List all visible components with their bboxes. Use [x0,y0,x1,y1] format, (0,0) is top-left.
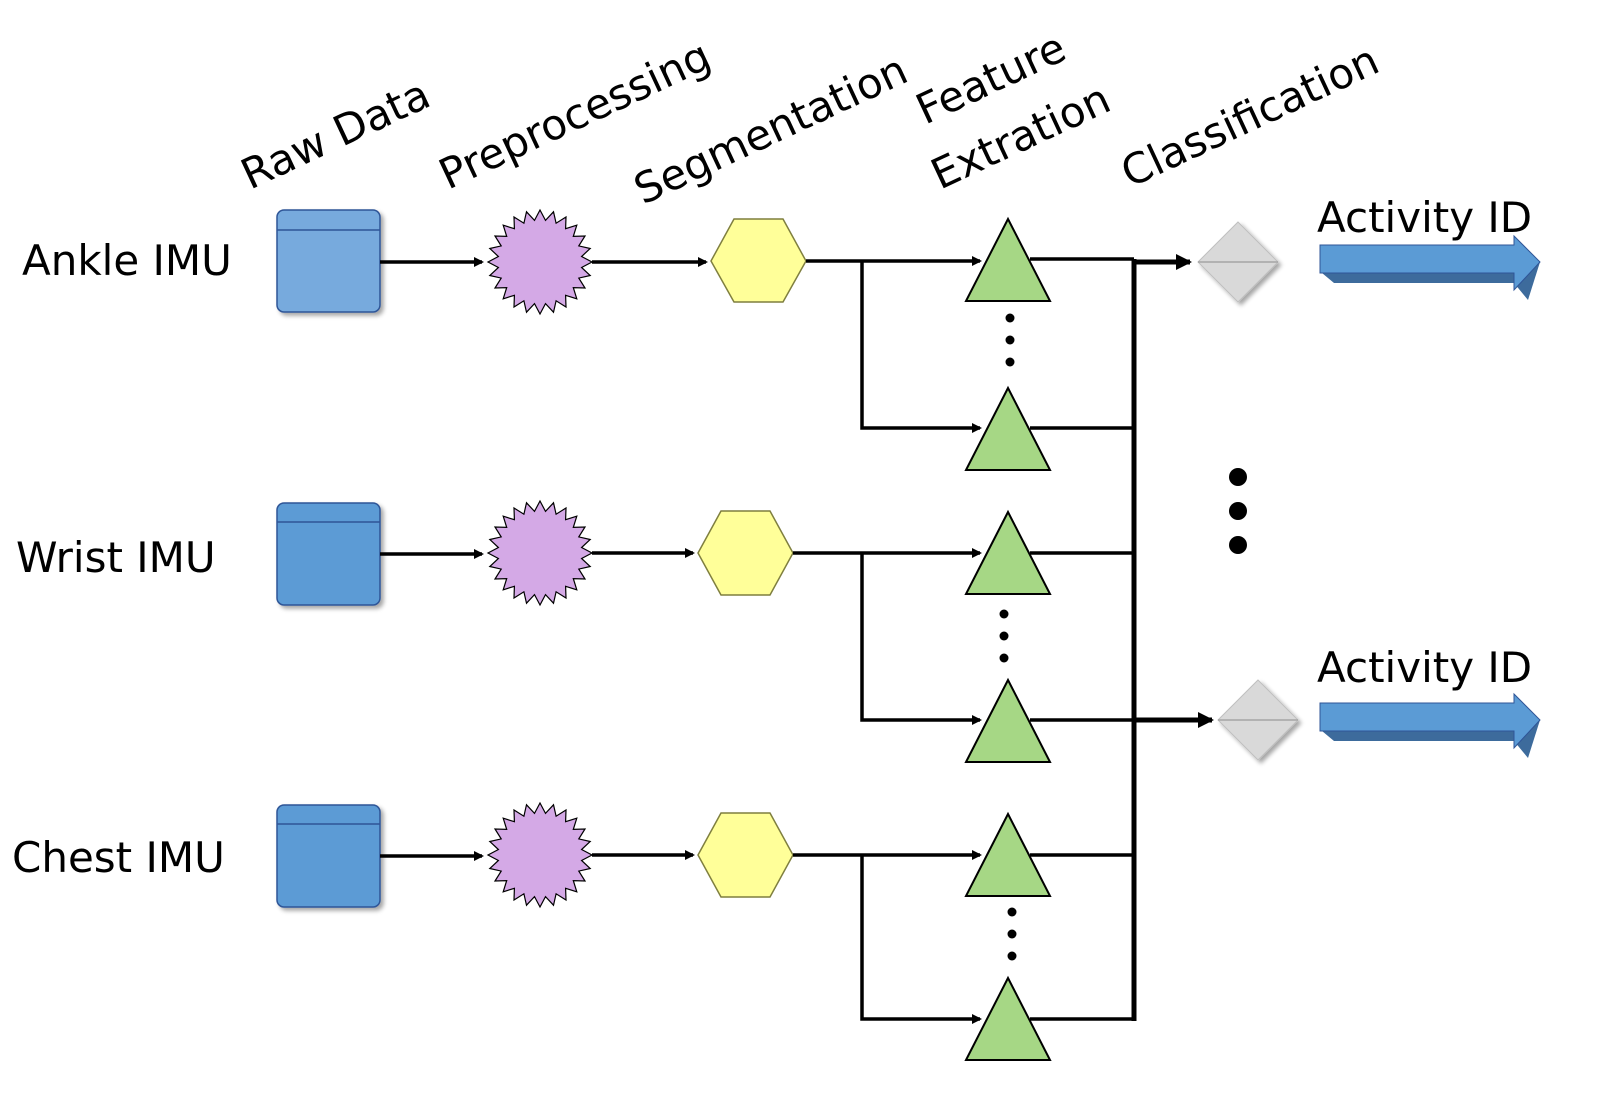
source-label-chest: Chest IMU [12,833,225,882]
hexagon-icon [710,218,807,303]
database-window-icon [276,209,381,313]
diamond-icon [1217,679,1299,761]
block-arrow-icon [1319,234,1541,300]
stage-label-classification: Classification [1114,35,1387,197]
starburst-icon [486,801,594,909]
diamond-icon [1197,221,1279,303]
database-window-icon [276,502,381,606]
triangle-icon [964,509,1052,595]
triangle-icon [964,216,1052,302]
stage-headers: Raw Data Preprocessing Segmentation Feat… [234,23,1387,214]
row-chest [276,801,1052,1061]
fusion-bus [1030,254,1214,1021]
triangle-icon [964,385,1052,471]
arrow-seg-to-featN [860,553,982,725]
ellipsis-dots [1005,313,1015,367]
triangle-icon [964,811,1052,897]
row-wrist [276,499,1052,763]
output-label-2: Activity ID [1317,643,1532,692]
starburst-icon [486,208,594,316]
ellipsis-dots [1007,907,1017,961]
hexagon-icon [697,510,794,596]
block-arrow-icon [1319,692,1541,758]
row-ankle [276,208,1052,471]
arrow-seg-to-featN [860,261,982,433]
output-label-1: Activity ID [1317,193,1532,242]
triangle-icon [964,677,1052,763]
arrow-seg-to-featN [860,855,982,1024]
classifier-ellipsis [1229,468,1247,554]
stage-label-raw-data: Raw Data [234,69,438,199]
database-window-icon [276,804,381,908]
starburst-icon [486,499,594,607]
source-label-wrist: Wrist IMU [16,533,216,582]
ellipsis-dots [999,609,1009,663]
hexagon-icon [697,812,794,898]
triangle-icon [964,975,1052,1061]
source-label-ankle: Ankle IMU [22,236,232,285]
